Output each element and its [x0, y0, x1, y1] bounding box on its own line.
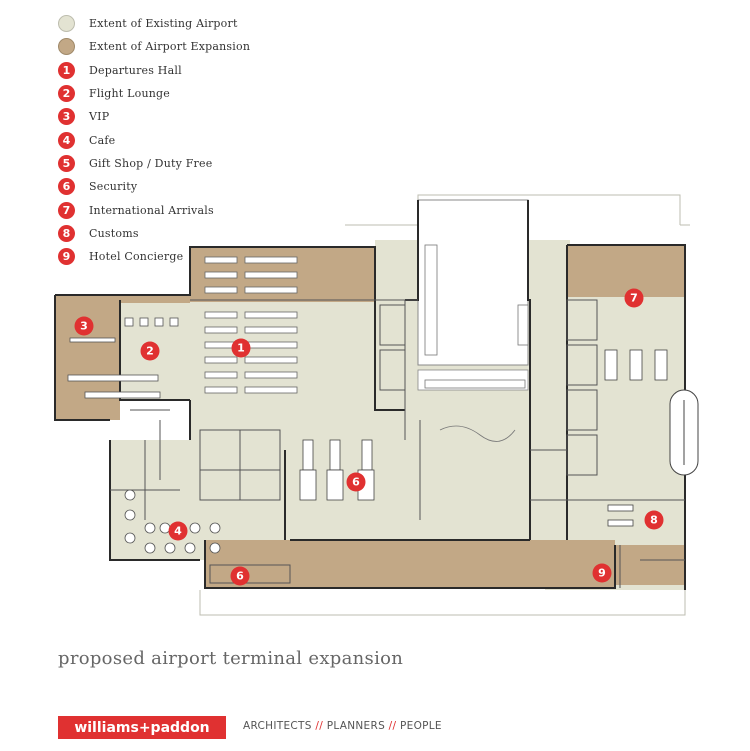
legend-item: 3 VIP	[58, 105, 250, 128]
tagline-planners: PLANNERS	[326, 720, 386, 732]
marker-hotel-concierge: 9	[592, 563, 612, 583]
legend-label: Security	[89, 180, 138, 194]
legend-item: 6 Security	[58, 175, 250, 198]
legend-label-expansion: Extent of Airport Expansion	[89, 40, 251, 54]
legend-label: Flight Lounge	[89, 87, 170, 101]
number-badge-icon: 6	[58, 178, 75, 196]
brand-tagline: ARCHITECTS // PLANNERS // PEOPLE	[243, 720, 442, 732]
tagline-separator: //	[315, 720, 324, 732]
expansion-swatch-icon	[58, 38, 75, 56]
baggage-carousels	[604, 349, 668, 527]
marker-flight-lounge: 2	[140, 341, 160, 361]
lounge-counters	[67, 317, 179, 399]
legend-label: Hotel Concierge	[89, 250, 184, 264]
cafe-tables	[124, 489, 221, 554]
number-badge-icon: 2	[58, 85, 75, 103]
legend-item: 1 Departures Hall	[58, 59, 250, 82]
tagline-people: PEOPLE	[400, 720, 442, 732]
marker-customs: 8	[644, 510, 664, 530]
courtyard-details	[424, 244, 529, 442]
legend-label: VIP	[89, 110, 110, 124]
legend-label: Customs	[89, 226, 139, 240]
tagline-separator: //	[388, 720, 397, 732]
marker-cafe: 4	[168, 521, 188, 541]
marker-security: 6	[346, 472, 366, 492]
number-badge-icon: 7	[58, 201, 75, 219]
legend-label: Departures Hall	[89, 63, 182, 77]
existing-swatch-icon	[58, 15, 75, 33]
legend-label: Gift Shop / Duty Free	[89, 156, 213, 170]
page-caption: proposed airport terminal expansion	[58, 648, 404, 669]
legend-item: 2 Flight Lounge	[58, 82, 250, 105]
legend-item: 5 Gift Shop / Duty Free	[58, 152, 250, 175]
number-badge-icon: 4	[58, 131, 75, 149]
legend-label-existing: Extent of Existing Airport	[89, 17, 238, 31]
legend-label: International Arrivals	[89, 203, 214, 217]
interior-walls	[110, 299, 685, 588]
legend-item: 7 International Arrivals	[58, 198, 250, 221]
marker-international-arrivals: 7	[624, 288, 644, 308]
marker-departures-hall: 1	[231, 338, 251, 358]
legend-row-existing: Extent of Existing Airport	[58, 12, 250, 35]
seating-rows	[204, 256, 298, 394]
legend-item: 8 Customs	[58, 222, 250, 245]
number-badge-icon: 1	[58, 61, 75, 79]
legend-label: Cafe	[89, 133, 116, 147]
marker-vip: 3	[74, 316, 94, 336]
security-lanes	[299, 439, 375, 501]
tagline-architects: ARCHITECTS	[243, 720, 312, 732]
legend-item: 4 Cafe	[58, 128, 250, 151]
expansion-area	[55, 245, 685, 588]
brand-logo: williams+paddon	[58, 716, 226, 739]
number-badge-icon: 9	[58, 248, 75, 266]
marker-security: 6	[230, 566, 250, 586]
walkway	[669, 389, 699, 476]
walls	[54, 200, 686, 590]
site-outline	[199, 194, 690, 616]
legend-item: 9 Hotel Concierge	[58, 245, 250, 268]
legend-row-expansion: Extent of Airport Expansion	[58, 35, 250, 58]
number-badge-icon: 8	[58, 224, 75, 242]
number-badge-icon: 3	[58, 108, 75, 126]
number-badge-icon: 5	[58, 154, 75, 172]
legend: Extent of Existing Airport Extent of Air…	[58, 12, 250, 268]
